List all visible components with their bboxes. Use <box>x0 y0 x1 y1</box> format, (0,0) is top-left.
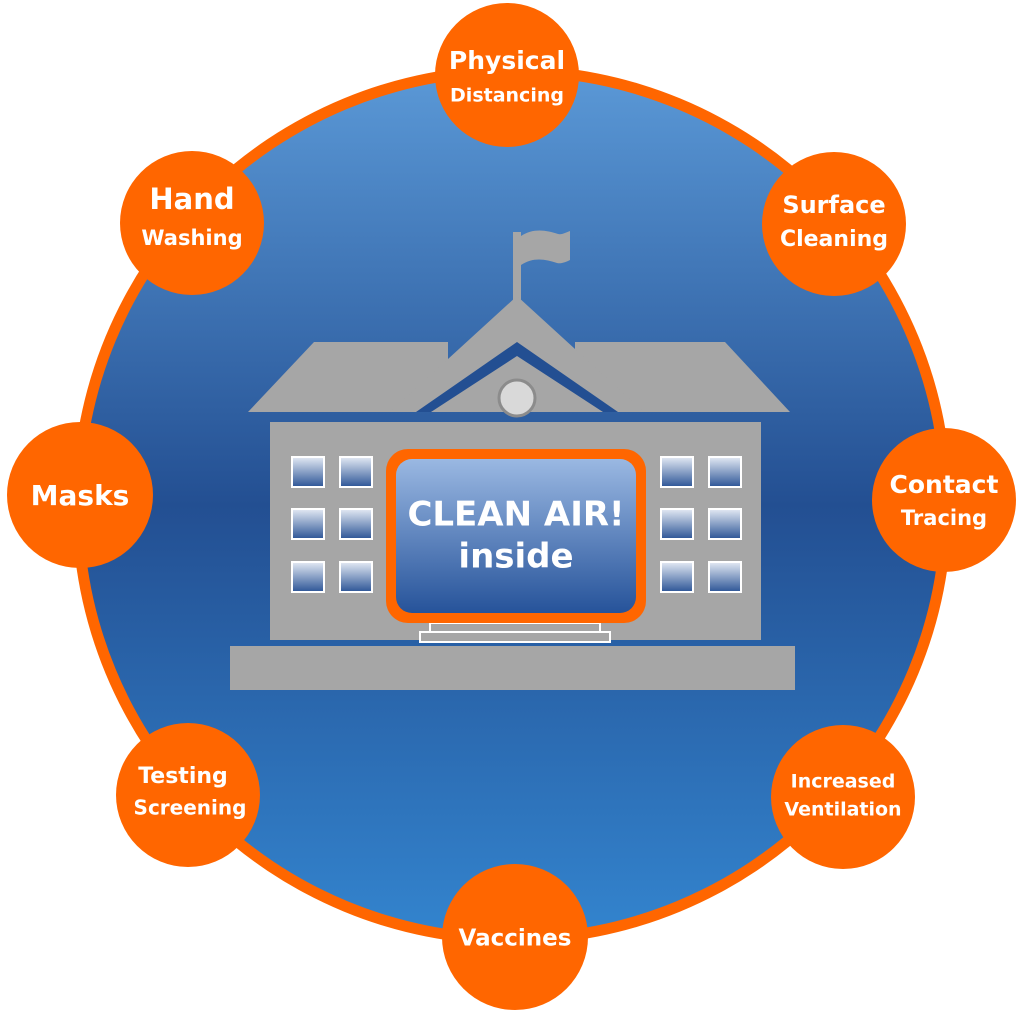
masks-circle <box>7 422 153 568</box>
step <box>419 631 611 643</box>
increased-ventilation-line-1: Increased <box>791 771 896 793</box>
surface-cleaning-circle <box>762 152 906 296</box>
left-windows <box>291 456 373 593</box>
increased-ventilation-node: Increased Ventilation <box>771 725 915 869</box>
masks-node: Masks <box>7 422 153 568</box>
hand-washing-line-1: Hand <box>149 182 234 216</box>
right-roof <box>575 342 790 412</box>
surface-cleaning-line-2: Cleaning <box>780 227 888 252</box>
sign-panel <box>396 459 636 613</box>
window <box>339 561 373 593</box>
window <box>708 456 742 488</box>
flag-icon <box>521 230 570 265</box>
hand-washing-line-2: Washing <box>141 226 242 250</box>
physical-distancing-line-2: Distancing <box>450 85 564 107</box>
window <box>708 561 742 593</box>
increased-ventilation-circle <box>771 725 915 869</box>
window <box>339 508 373 540</box>
contact-tracing-node: Contact Tracing <box>872 428 1016 572</box>
window <box>291 456 325 488</box>
flag-pole <box>513 232 521 304</box>
left-roof <box>248 342 448 412</box>
building-base <box>230 646 795 690</box>
window <box>291 561 325 593</box>
testing-screening-line-1: Testing <box>138 764 228 789</box>
testing-screening-line-2: Screening <box>134 796 247 820</box>
contact-tracing-circle <box>872 428 1016 572</box>
window <box>708 508 742 540</box>
sign-line-2: inside <box>458 537 573 577</box>
surface-cleaning-node: Surface Cleaning <box>762 152 906 296</box>
sign-line-1: CLEAN AIR! <box>407 495 624 535</box>
window <box>660 456 694 488</box>
testing-screening-circle <box>116 723 260 867</box>
step <box>429 622 601 633</box>
window <box>660 508 694 540</box>
vaccines-node: Vaccines <box>442 864 588 1010</box>
hand-washing-circle <box>120 151 264 295</box>
gable-band <box>416 342 618 412</box>
physical-distancing-circle <box>435 3 579 147</box>
contact-tracing-line-2: Tracing <box>901 506 987 530</box>
window <box>291 508 325 540</box>
testing-screening-node: Testing Screening <box>116 723 260 867</box>
physical-distancing-node: Physical Distancing <box>435 3 579 147</box>
masks-line-1: Masks <box>31 479 130 512</box>
contact-tracing-line-1: Contact <box>890 470 999 499</box>
vaccines-line-1: Vaccines <box>459 926 572 952</box>
hand-washing-node: Hand Washing <box>120 151 264 295</box>
physical-distancing-line-1: Physical <box>449 46 565 75</box>
vaccines-circle <box>442 864 588 1010</box>
school-building: CLEAN AIR! inside <box>230 230 795 690</box>
surface-cleaning-line-1: Surface <box>782 191 885 219</box>
window <box>660 561 694 593</box>
window <box>339 456 373 488</box>
round-window <box>497 378 537 418</box>
right-windows <box>660 456 742 593</box>
increased-ventilation-line-2: Ventilation <box>784 799 901 821</box>
